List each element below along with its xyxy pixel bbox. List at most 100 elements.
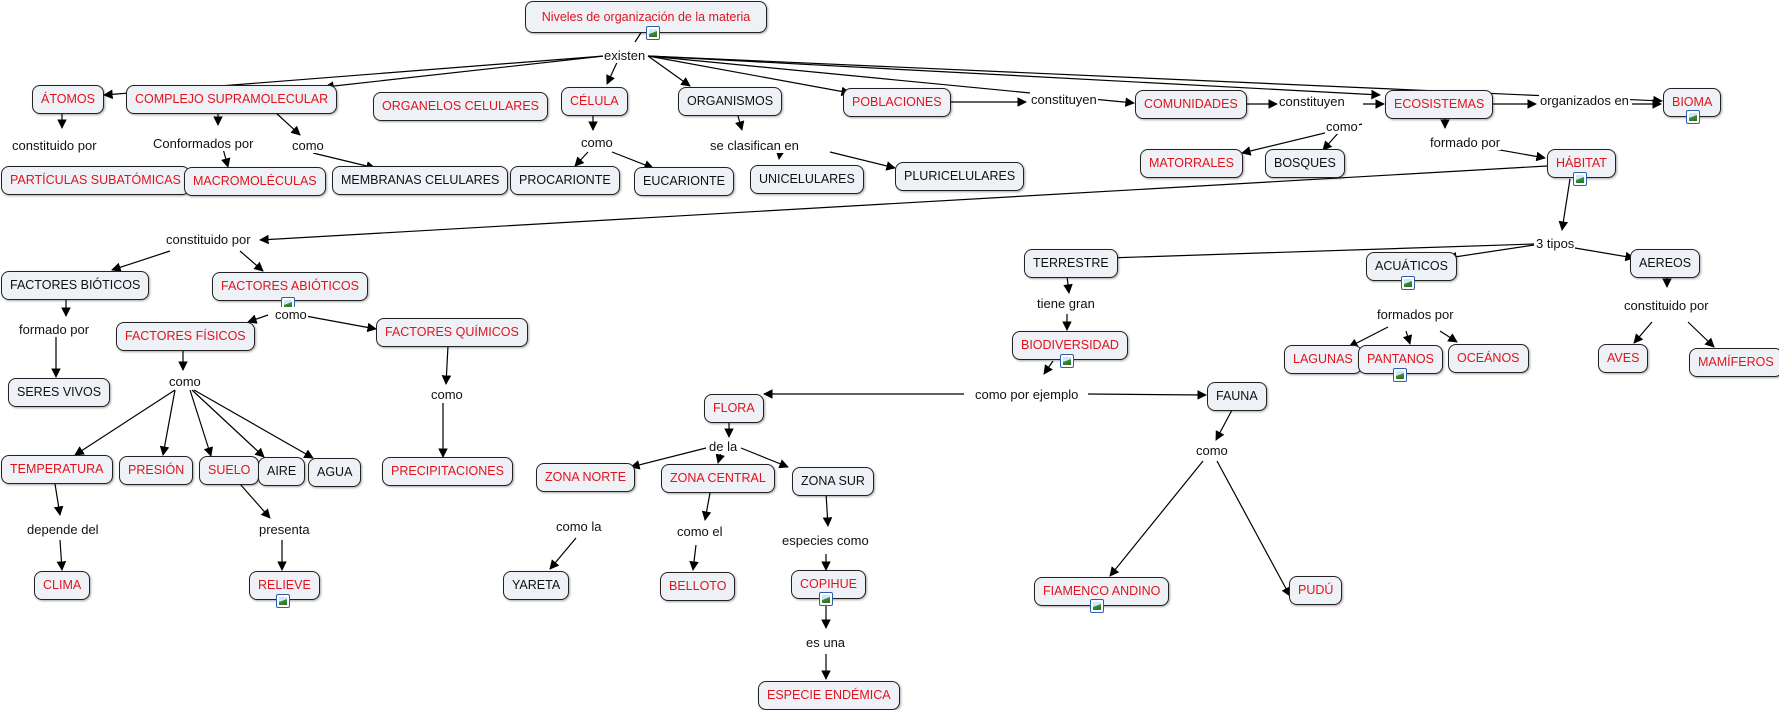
link-constituido-por: constituido por (11, 138, 98, 153)
node-lagunas[interactable]: LAGUNAS (1284, 345, 1362, 374)
connector-line (647, 55, 1663, 106)
node-precipitaciones[interactable]: PRECIPITACIONES (382, 457, 513, 486)
link-existen: existen (603, 48, 647, 63)
connector-line (574, 151, 589, 167)
node-membranas-celulares[interactable]: MEMBRANAS CELULARES (332, 166, 509, 195)
connector-line (441, 345, 452, 385)
connector-line (740, 447, 789, 469)
link-como-por-ejemplo: como por ejemplo (974, 387, 1080, 402)
node-particulas-subatomicas[interactable]: PARTÍCULAS SUBATÓMICAS (1, 166, 190, 195)
node-agua[interactable]: AGUA (308, 458, 362, 487)
connector-line (829, 151, 896, 171)
image-attachment-icon[interactable] (276, 594, 290, 608)
connector-line (1439, 330, 1458, 343)
connector-line (239, 250, 264, 272)
link-constituyen: constituyen (1030, 92, 1098, 107)
link-3-tipos: 3 tipos (1535, 236, 1576, 251)
link-formados-por: formados por (1376, 307, 1455, 322)
image-attachment-icon[interactable] (1393, 368, 1407, 382)
node-matorrales[interactable]: MATORRALES (1140, 149, 1243, 178)
node-seres-vivos[interactable]: SERES VIVOS (8, 378, 111, 407)
link-presenta: presenta (258, 522, 311, 537)
connector-line (775, 149, 785, 160)
node-pudu[interactable]: PUDÚ (1289, 576, 1343, 605)
node-oceanos[interactable]: OCEÁNOS (1448, 344, 1529, 373)
node-especie-endemica[interactable]: ESPECIE ENDÉMICA (758, 681, 900, 710)
node-copihue[interactable]: COPIHUE (791, 570, 866, 599)
link-como-celula: como (580, 135, 614, 150)
node-factores-quimicos[interactable]: FACTORES QUÍMICOS (376, 318, 528, 347)
link-constituido-por-2: constituido por (165, 232, 252, 247)
node-terrestre[interactable]: TERRESTRE (1024, 249, 1118, 278)
node-fauna[interactable]: FAUNA (1207, 382, 1267, 411)
image-attachment-icon[interactable] (1401, 276, 1415, 290)
connector-line (1216, 460, 1291, 597)
image-attachment-icon[interactable] (1573, 172, 1587, 186)
link-depende-del: depende del (26, 522, 100, 537)
connector-line (193, 389, 314, 459)
node-aves[interactable]: AVES (1598, 344, 1649, 373)
connector-line (111, 250, 171, 272)
connector-line (1348, 326, 1389, 348)
node-clima[interactable]: CLIMA (34, 571, 91, 600)
node-factores-fisicos[interactable]: FACTORES FÍSICOS (116, 322, 255, 351)
title-node[interactable]: Niveles de organización de la materia (525, 1, 767, 33)
link-como: como (291, 138, 325, 153)
connector-line (1687, 321, 1715, 348)
node-temperatura[interactable]: TEMPERATURA (1, 455, 113, 484)
connector-line (1633, 321, 1653, 344)
node-flamenco-andino[interactable]: FIAMENCO ANDINO (1034, 577, 1170, 606)
connector-line (689, 544, 699, 571)
link-formado-por: formado por (1429, 135, 1502, 150)
node-mamiferos[interactable]: MAMÍFEROS (1689, 348, 1779, 377)
node-factores-bioticos[interactable]: FACTORES BIÓTICOS (1, 271, 150, 300)
node-pluricelulares[interactable]: PLURICELULARES (895, 162, 1025, 191)
image-attachment-icon[interactable] (1090, 599, 1104, 613)
node-organismos[interactable]: ORGANISMOS (678, 87, 783, 116)
connector-line (53, 483, 64, 516)
connector-line (1574, 247, 1635, 262)
image-attachment-icon[interactable] (1686, 110, 1700, 124)
connector-line (159, 389, 176, 456)
connector-line (647, 55, 1381, 100)
link-tiene-gran: tiene gran (1036, 296, 1096, 311)
node-bosques[interactable]: BOSQUES (1265, 149, 1345, 178)
node-factores-abioticos[interactable]: FACTORES ABIÓTICOS (212, 272, 368, 301)
node-ecosistemas[interactable]: ECOSISTEMAS (1385, 90, 1494, 119)
node-eucarionte[interactable]: EUCARIONTE (634, 167, 734, 196)
link-como-eco: como (1325, 119, 1359, 134)
connector-line (1063, 275, 1073, 294)
image-attachment-icon[interactable] (646, 26, 660, 40)
node-macromoleculas[interactable]: MACROMOLÉCULAS (184, 167, 326, 196)
node-comunidades[interactable]: COMUNIDADES (1135, 90, 1247, 119)
link-se-clasifican-en: se clasifican en (709, 138, 800, 153)
node-complejo-supramolecular[interactable]: COMPLEJO SUPRAMOLECULAR (126, 85, 338, 114)
node-suelo[interactable]: SUELO (199, 456, 260, 485)
image-attachment-icon[interactable] (1060, 354, 1074, 368)
node-belloto[interactable]: BELLOTO (660, 572, 736, 601)
connector-line (312, 152, 376, 171)
node-zona-sur[interactable]: ZONA SUR (792, 467, 874, 496)
link-es-una: es una (805, 635, 847, 650)
image-attachment-icon[interactable] (819, 592, 833, 606)
node-zona-norte[interactable]: ZONA NORTE (536, 463, 636, 492)
node-procarionte[interactable]: PROCARIONTE (510, 166, 620, 195)
node-zona-central[interactable]: ZONA CENTRAL (661, 464, 775, 493)
node-aereos[interactable]: AEREOS (1630, 249, 1701, 278)
link-como-qui: como (430, 387, 464, 402)
node-unicelulares[interactable]: UNICELULARES (750, 165, 864, 194)
node-celula[interactable]: CÉLULA (561, 87, 628, 116)
node-yareta[interactable]: YARETA (503, 571, 570, 600)
node-flora[interactable]: FLORA (704, 394, 764, 423)
node-atomos[interactable]: ÁTOMOS (32, 85, 104, 114)
connector-line (735, 115, 745, 131)
node-organelos-celulares[interactable]: ORGANELOS CELULARES (373, 92, 548, 121)
link-como-fauna: como (1195, 443, 1229, 458)
link-conformados-por: Conformados por (152, 136, 255, 151)
connector-line (299, 314, 377, 333)
node-poblaciones[interactable]: POBLACIONES (843, 88, 951, 117)
connector-line (630, 447, 707, 470)
node-aire[interactable]: AIRE (258, 457, 306, 486)
node-presion[interactable]: PRESIÓN (119, 456, 194, 485)
link-organizados-en: organizados en (1539, 93, 1630, 108)
